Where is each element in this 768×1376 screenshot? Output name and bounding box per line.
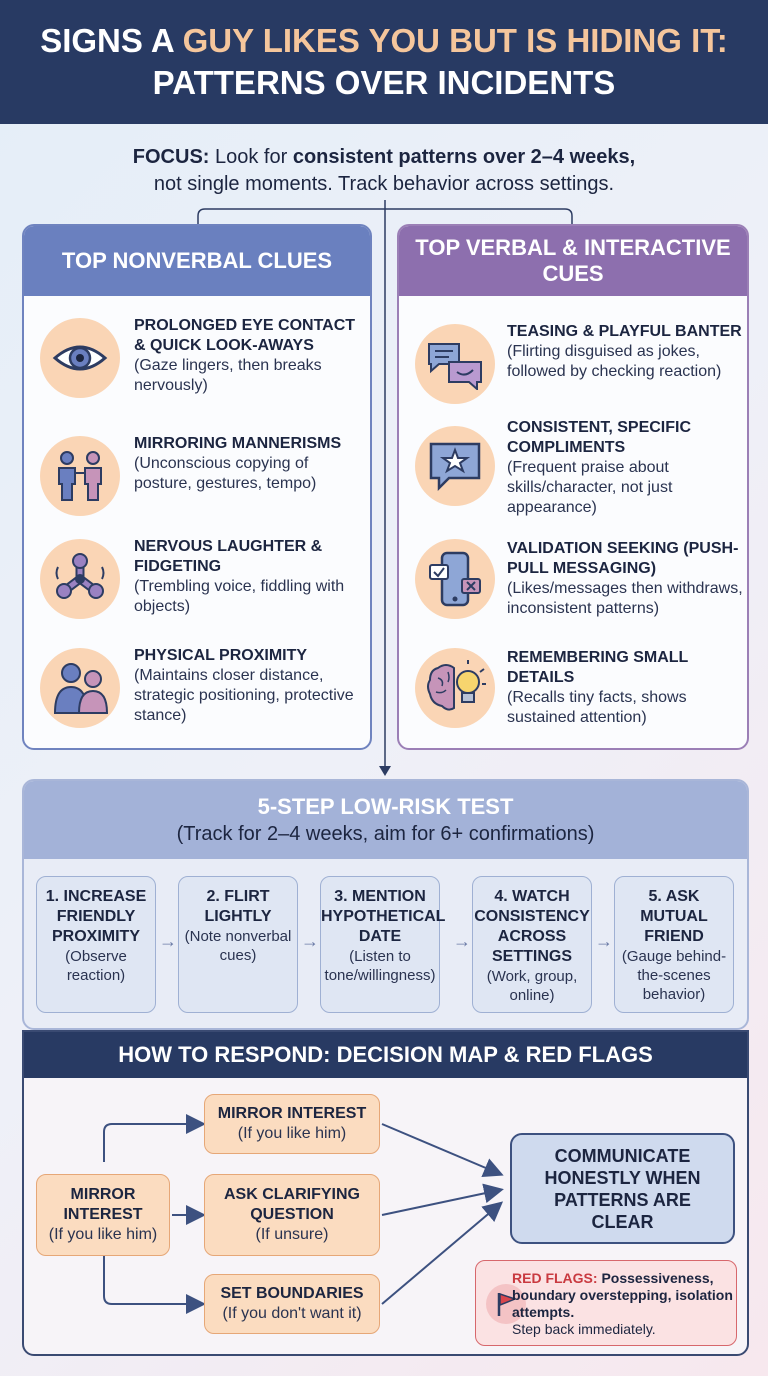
step-title: 2. FLIRT LIGHTLY bbox=[204, 888, 272, 925]
item-title: NERVOUS LAUGHTER & FIDGETING bbox=[134, 538, 323, 575]
focus-bold: consistent patterns over 2–4 weeks, bbox=[292, 146, 636, 168]
low-risk-test-panel: 5-STEP LOW-RISK TEST (Track for 2–4 week… bbox=[22, 779, 749, 1030]
page-header: SIGNS A GUY LIKES YOU BUT IS HIDING IT: … bbox=[0, 0, 768, 124]
test-header: 5-STEP LOW-RISK TEST (Track for 2–4 week… bbox=[24, 781, 747, 859]
dbox-title: SET BOUNDARIES bbox=[220, 1285, 364, 1302]
red-flags-advice: Step back immediately. bbox=[512, 1321, 656, 1337]
step-title: 3. MENTION HYPOTHETICAL DATE bbox=[321, 888, 446, 945]
chat-bubbles-icon bbox=[415, 324, 495, 404]
eye-icon bbox=[40, 318, 120, 398]
item-title: PHYSICAL PROXIMITY bbox=[134, 647, 308, 664]
step-desc: (Note nonverbal cues) bbox=[184, 928, 292, 964]
test-step-4: 4. WATCH CONSISTENCY ACROSS SETTINGS (Wo… bbox=[472, 876, 592, 1013]
decision-map-panel: HOW TO RESPOND: DECISION MAP & RED FLAGS… bbox=[22, 1030, 749, 1356]
item-desc: (Likes/messages then withdraws, inconsis… bbox=[507, 580, 743, 617]
item-title: CONSISTENT, SPECIFIC COMPLIMENTS bbox=[507, 419, 692, 456]
title-line-2: PATTERNS OVER INCIDENTS bbox=[152, 64, 616, 101]
item-desc: (Trembling voice, fiddling with objects) bbox=[134, 578, 345, 615]
decision-map-title: HOW TO RESPOND: DECISION MAP & RED FLAGS bbox=[24, 1032, 747, 1078]
item-title: VALIDATION SEEKING (PUSH-PULL MESSAGING) bbox=[507, 540, 739, 577]
dbox-title: MIRROR INTEREST bbox=[217, 1105, 367, 1122]
couple-icon bbox=[40, 648, 120, 728]
focus-note: FOCUS: Look for consistent patterns over… bbox=[40, 144, 728, 198]
title-accent: GUY LIKES YOU BUT IS HIDING IT: bbox=[182, 22, 728, 59]
item-desc: (Frequent praise about skills/character,… bbox=[507, 459, 673, 516]
red-flags-label: RED FLAGS: bbox=[512, 1270, 598, 1286]
dbox-title: ASK CLARIFYING QUESTION bbox=[224, 1186, 360, 1223]
title-line-1: SIGNS A GUY LIKES YOU BUT IS HIDING IT: bbox=[40, 20, 728, 62]
item-desc: (Unconscious copying of posture, gesture… bbox=[134, 455, 317, 492]
test-step-2: 2. FLIRT LIGHTLY (Note nonverbal cues) bbox=[178, 876, 298, 1013]
step-desc: (Gauge behind-the-scenes behavior) bbox=[621, 948, 727, 1003]
item-title: REMEMBERING SMALL DETAILS bbox=[507, 649, 689, 686]
outcome-communicate-honestly: COMMUNICATE HONESTLY WHEN PATTERNS ARE C… bbox=[510, 1133, 735, 1244]
item-desc: (Gaze lingers, then breaks nervously) bbox=[134, 357, 322, 394]
test-subtitle: (Track for 2–4 weeks, aim for 6+ confirm… bbox=[176, 823, 595, 845]
nonverbal-clues-panel: TOP NONVERBAL CLUES PROLONGED EYE CONTAC… bbox=[22, 224, 372, 750]
item-title: TEASING & PLAYFUL BANTER bbox=[507, 323, 742, 340]
dbox-sub: (If unsure) bbox=[255, 1226, 329, 1243]
option-set-boundaries: SET BOUNDARIES (If you don't want it) bbox=[204, 1274, 380, 1334]
title-prefix: SIGNS A bbox=[40, 22, 183, 59]
focus-text-1: Look for bbox=[209, 146, 293, 168]
red-flags-box: RED FLAGS: Possessiveness, boundary over… bbox=[475, 1260, 737, 1346]
step-desc: (Observe reaction) bbox=[65, 948, 127, 984]
decision-arrows bbox=[103, 1114, 504, 1314]
start-mirror-interest: MIRROR INTEREST (If you like him) bbox=[36, 1174, 170, 1256]
dbox-title: MIRROR INTEREST bbox=[63, 1186, 143, 1223]
arrow-right-icon: → bbox=[595, 931, 613, 951]
item-desc: (Maintains closer distance, strategic po… bbox=[134, 667, 354, 724]
verbal-cues-title: TOP VERBAL & INTERACTIVE CUES bbox=[399, 226, 747, 296]
test-step-3: 3. MENTION HYPOTHETICAL DATE (Listen to … bbox=[320, 876, 446, 1013]
focus-label: FOCUS: bbox=[132, 146, 210, 168]
nonverbal-clues-title: TOP NONVERBAL CLUES bbox=[24, 226, 370, 296]
test-step-5: 5. ASK MUTUAL FRIEND (Gauge behind-the-s… bbox=[614, 876, 734, 1013]
item-title: PROLONGED EYE CONTACT & QUICK LOOK-AWAYS bbox=[134, 317, 356, 354]
arrow-right-icon: → bbox=[301, 931, 319, 951]
item-title: MIRRORING MANNERISMS bbox=[134, 435, 342, 452]
dbox-sub: (If you don't want it) bbox=[222, 1305, 362, 1322]
item-desc: (Flirting disguised as jokes, followed b… bbox=[507, 343, 722, 380]
dbox-sub: (If you like him) bbox=[48, 1226, 158, 1243]
dbox-sub: (If you like him) bbox=[237, 1125, 347, 1142]
star-bubble-icon bbox=[415, 426, 495, 506]
item-desc: (Recalls tiny facts, shows sustained att… bbox=[507, 689, 687, 726]
red-flag-icon bbox=[486, 1284, 526, 1324]
red-flags-list: Possessiveness, boundary overstepping, i… bbox=[512, 1270, 733, 1320]
step-title: 4. WATCH CONSISTENCY ACROSS SETTINGS bbox=[474, 888, 590, 965]
fidget-spinner-icon bbox=[40, 539, 120, 619]
focus-text-2: not single moments. Track behavior acros… bbox=[153, 173, 615, 195]
step-desc: (Work, group, online) bbox=[486, 968, 578, 1004]
arrow-right-icon: → bbox=[159, 931, 177, 951]
step-title: 5. ASK MUTUAL FRIEND bbox=[640, 888, 708, 945]
test-step-1: 1. INCREASE FRIENDLY PROXIMITY (Observe … bbox=[36, 876, 156, 1013]
option-mirror-interest: MIRROR INTEREST (If you like him) bbox=[204, 1094, 380, 1154]
brain-bulb-icon bbox=[415, 648, 495, 728]
step-desc: (Listen to tone/willingness) bbox=[324, 948, 436, 984]
verbal-cues-panel: TOP VERBAL & INTERACTIVE CUES TEASING & … bbox=[397, 224, 749, 750]
phone-icon bbox=[415, 539, 495, 619]
step-title: 1. INCREASE FRIENDLY PROXIMITY bbox=[45, 888, 147, 945]
people-mirror-icon bbox=[40, 436, 120, 516]
test-title: 5-STEP LOW-RISK TEST bbox=[257, 794, 514, 819]
arrow-right-icon: → bbox=[453, 931, 471, 951]
option-ask-clarifying-question: ASK CLARIFYING QUESTION (If unsure) bbox=[204, 1174, 380, 1256]
